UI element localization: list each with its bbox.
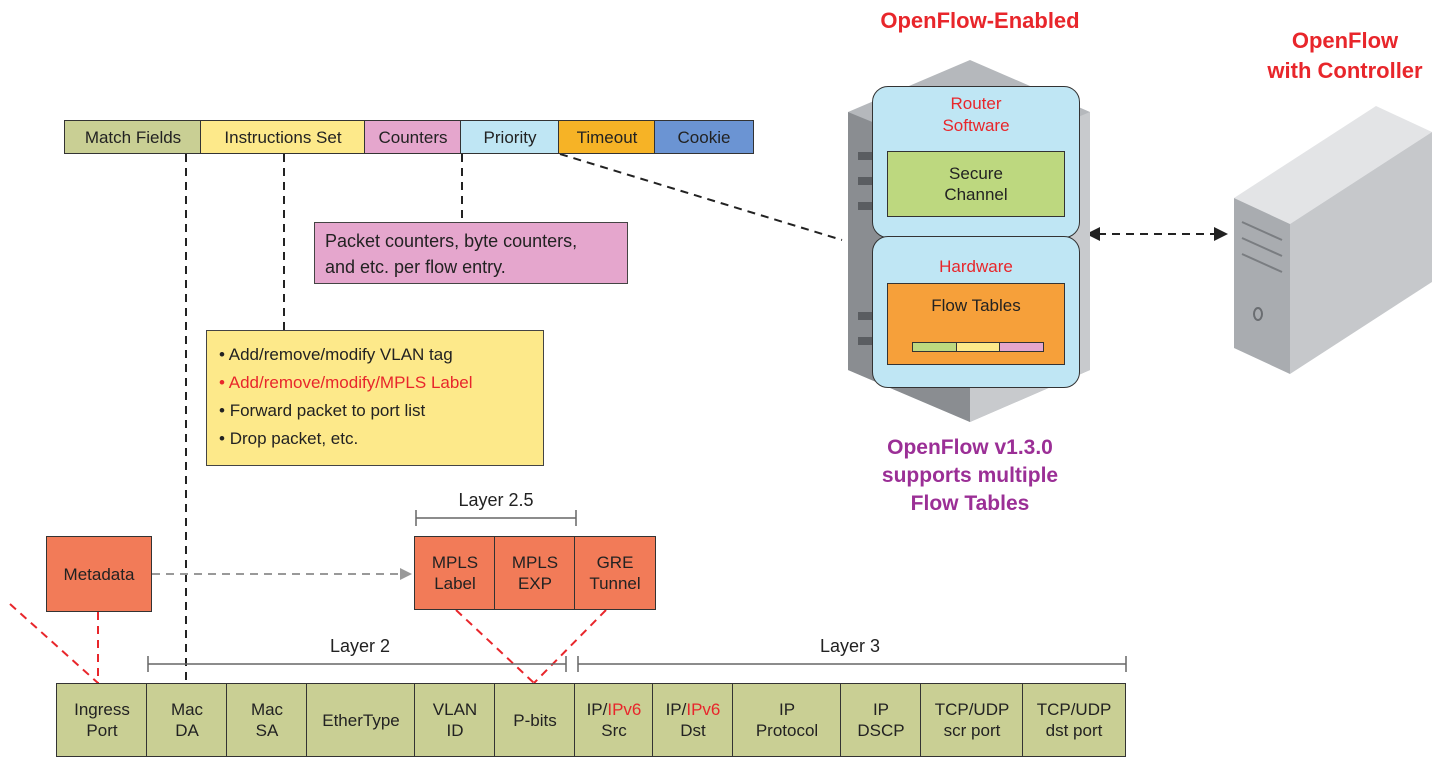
- flow-tables-box: Flow Tables: [887, 283, 1065, 365]
- flow-table-entry-bar: [912, 342, 1044, 352]
- layer3-label: Layer 3: [819, 636, 881, 656]
- layer25-label: Layer 2.5: [458, 490, 534, 510]
- header-label: Instructions Set: [224, 127, 342, 147]
- hardware-title: Hardware: [939, 257, 1013, 276]
- instruction-item: • Drop packet, etc.: [219, 429, 359, 448]
- controller-server-icon: [1234, 106, 1432, 374]
- header-counters: Counters: [364, 120, 462, 154]
- header-label: Timeout: [576, 127, 638, 147]
- metadata-label: Metadata: [63, 564, 135, 584]
- header-timeout: Timeout: [558, 120, 656, 154]
- layer2-label: Layer 2: [329, 636, 391, 656]
- field-ethertype: EtherType: [306, 683, 416, 757]
- instruction-item: • Forward packet to port list: [219, 401, 426, 420]
- header-label: Cookie: [677, 127, 731, 147]
- controller-title: OpenFlow with Controller: [1267, 28, 1423, 83]
- metadata-box: Metadata: [46, 536, 152, 612]
- hardware-box: Hardware Flow Tables: [872, 236, 1080, 388]
- pbits-red-right: [533, 609, 607, 684]
- flow-entry-header: Match Fields Instructions Set Counters P…: [64, 120, 754, 154]
- header-instructions-set: Instructions Set: [200, 120, 366, 154]
- header-label: Counters: [378, 127, 448, 147]
- router-software-title: Router Software: [942, 94, 1010, 135]
- pbits-red-left: [455, 609, 535, 684]
- header-label: Priority: [483, 127, 537, 147]
- header-priority: Priority: [460, 120, 560, 154]
- header-cookie: Cookie: [654, 120, 754, 154]
- counters-note: Packet counters, byte counters, and etc.…: [314, 222, 628, 284]
- header-match-fields: Match Fields: [64, 120, 202, 154]
- counters-note-line: Packet counters, byte counters,: [325, 231, 578, 251]
- flow-tables-label: Flow Tables: [931, 296, 1021, 315]
- header-label: Match Fields: [84, 127, 182, 147]
- ingress-red-left: [9, 603, 99, 684]
- priority-to-switch-connector: [559, 153, 843, 241]
- instruction-item: • Add/remove/modify/MPLS Label: [219, 373, 473, 392]
- instructions-note: • Add/remove/modify VLAN tag • Add/remov…: [206, 330, 544, 466]
- switch-caption: OpenFlow v1.3.0 supports multiple Flow T…: [881, 436, 1059, 515]
- switch-title: OpenFlow-Enabled: [880, 8, 1080, 33]
- instruction-item: • Add/remove/modify VLAN tag: [219, 345, 453, 364]
- field-p-bits: P-bits: [494, 683, 576, 757]
- counters-note-line: and etc. per flow entry.: [325, 257, 506, 277]
